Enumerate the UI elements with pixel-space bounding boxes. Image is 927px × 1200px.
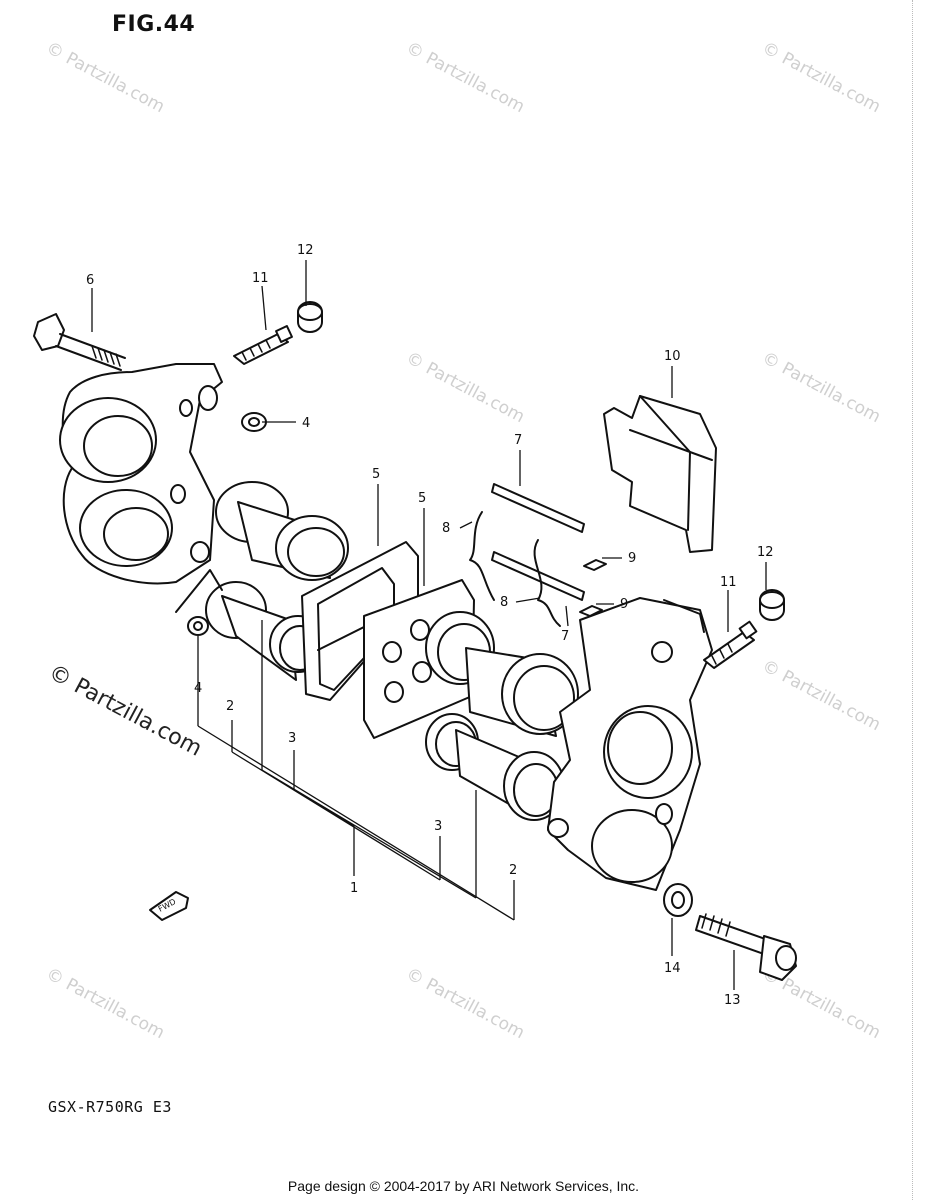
page-footer: Page design © 2004-2017 by ARI Network S… (287, 1178, 640, 1194)
callout-8-lower[interactable]: 8 (500, 595, 508, 610)
caliper-half-right[interactable] (547, 597, 713, 891)
model-label: GSX-R750RG E3 (48, 1098, 172, 1116)
bleeder-screw-11-lower[interactable] (703, 620, 758, 669)
callout-1[interactable]: 1 (350, 881, 358, 896)
callout-2-right[interactable]: 2 (509, 863, 517, 878)
callout-11-upper[interactable]: 11 (252, 271, 269, 286)
callout-9-lower[interactable]: 9 (620, 597, 628, 612)
callout-5-right[interactable]: 5 (418, 491, 426, 506)
piston-upper-left[interactable] (215, 481, 349, 581)
clip-9-lower[interactable] (579, 605, 603, 617)
callout-14[interactable]: 14 (664, 961, 681, 976)
callout-6[interactable]: 6 (86, 273, 94, 288)
caliper-half-left[interactable] (59, 363, 223, 585)
pad-pin-7-upper[interactable] (491, 483, 585, 533)
callout-12-lower[interactable]: 12 (757, 545, 774, 560)
piston-lower-right[interactable] (455, 729, 565, 821)
bleeder-cap-12-lower[interactable] (759, 589, 785, 621)
washer-14[interactable] (663, 883, 693, 917)
bolt-6[interactable] (33, 313, 126, 371)
callout-11-lower[interactable]: 11 (720, 575, 737, 590)
bolt-13[interactable] (695, 913, 797, 981)
callout-5-left[interactable]: 5 (372, 467, 380, 482)
callout-3-right[interactable]: 3 (434, 819, 442, 834)
washer-4-lower[interactable] (187, 616, 209, 636)
callout-7-lower[interactable]: 7 (561, 629, 569, 644)
bleeder-screw-11-upper[interactable] (233, 325, 293, 365)
bleeder-cap-12-upper[interactable] (297, 301, 323, 333)
figure-title: FIG.44 (112, 12, 196, 37)
part-callouts: 6 11 12 4 5 5 7 10 8 8 9 9 7 11 12 4 2 3… (86, 243, 774, 1008)
clip-8-lower[interactable] (533, 539, 561, 627)
callout-2-left[interactable]: 2 (226, 699, 234, 714)
callout-13[interactable]: 13 (724, 993, 741, 1008)
callout-3-left[interactable]: 3 (288, 731, 296, 746)
callout-12-upper[interactable]: 12 (297, 243, 314, 258)
callout-4-upper[interactable]: 4 (302, 416, 310, 431)
callout-10[interactable]: 10 (664, 349, 681, 364)
callout-9-upper[interactable]: 9 (628, 551, 636, 566)
callout-8-upper[interactable]: 8 (442, 521, 450, 536)
brake-pad-5-left[interactable] (301, 541, 419, 701)
pad-pin-7-lower[interactable] (491, 551, 585, 601)
piston-upper-right[interactable] (465, 647, 579, 737)
clip-8-upper[interactable] (469, 511, 495, 601)
leader-lines (91, 260, 767, 990)
fwd-arrow-icon (149, 891, 189, 921)
pad-spring-10[interactable] (603, 395, 717, 553)
callout-4-lower[interactable]: 4 (194, 681, 202, 696)
clip-9-upper[interactable] (583, 559, 607, 571)
callout-7-upper[interactable]: 7 (514, 433, 522, 448)
page-edge (912, 0, 927, 1200)
